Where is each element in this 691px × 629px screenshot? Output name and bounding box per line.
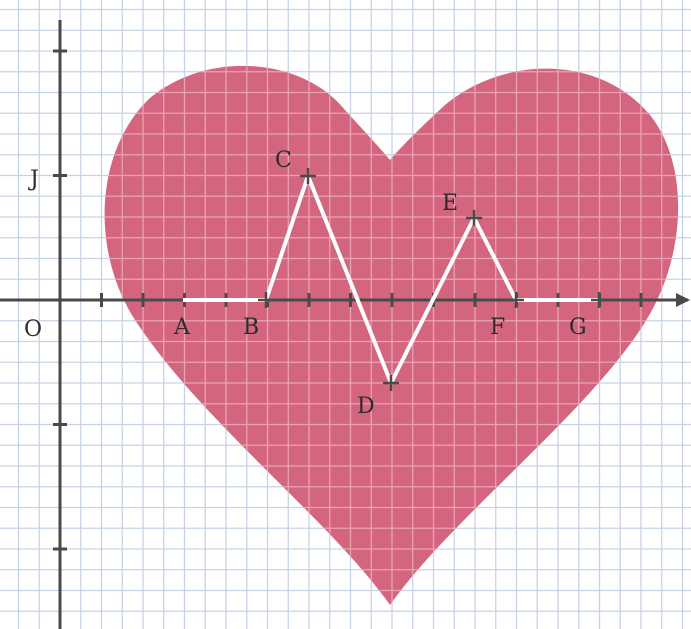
origin-label: O xyxy=(24,317,42,342)
point-label-d: D xyxy=(357,394,375,419)
x-axis-arrow xyxy=(676,293,690,307)
point-label-c: C xyxy=(275,148,292,173)
point-label-e: E xyxy=(442,191,458,216)
y-axis-label-j: J xyxy=(28,167,39,192)
point-label-b: B xyxy=(243,315,259,340)
point-label-g: G xyxy=(569,315,587,340)
point-label-f: F xyxy=(490,315,505,340)
point-label-a: A xyxy=(173,315,191,340)
